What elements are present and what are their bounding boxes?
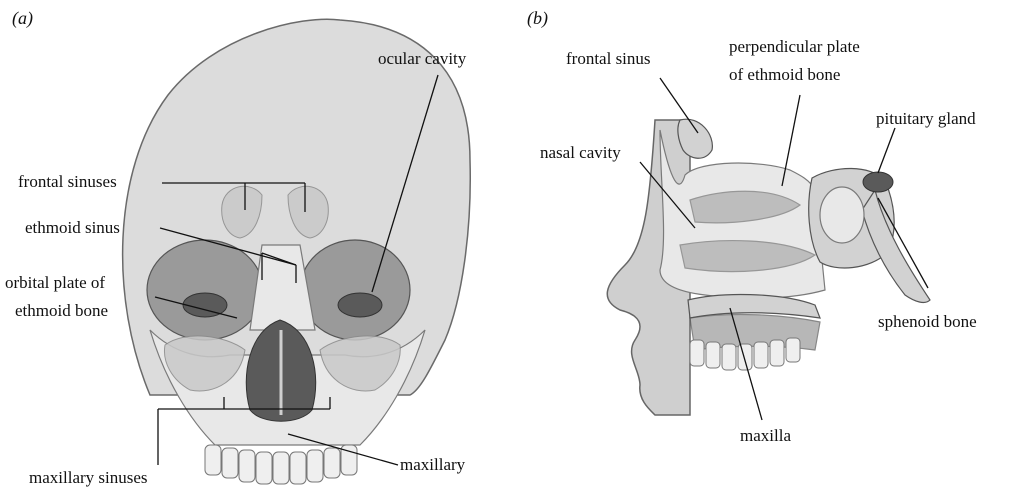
label-maxillary: maxillary: [400, 455, 466, 474]
label-perpendicular-plate-line1: perpendicular plate: [729, 37, 860, 56]
panel-b-marker: (b): [527, 8, 548, 29]
label-pituitary-gland: pituitary gland: [876, 109, 976, 128]
label-ocular-cavity: ocular cavity: [378, 49, 467, 68]
label-orbital-plate-line1: orbital plate of: [5, 273, 105, 292]
label-orbital-plate-line2: ethmoid bone: [15, 301, 108, 320]
pituitary-gland-shape: [863, 172, 893, 192]
upper-teeth: [205, 445, 357, 484]
left-orbit: [147, 240, 263, 340]
sphenoid-sinus: [820, 187, 864, 243]
label-sphenoid-bone: sphenoid bone: [878, 312, 977, 331]
right-orbit: [300, 240, 410, 340]
panel-a-marker: (a): [12, 8, 33, 29]
right-orbit-fissure: [338, 293, 382, 317]
pituitary-gland-leader: [878, 128, 895, 173]
label-ethmoid-sinus: ethmoid sinus: [25, 218, 120, 237]
label-nasal-cavity: nasal cavity: [540, 143, 621, 162]
panel-a-skull: [123, 19, 471, 484]
label-maxilla: maxilla: [740, 426, 791, 445]
label-maxillary-sinuses: maxillary sinuses: [29, 468, 148, 487]
label-perpendicular-plate-line2: of ethmoid bone: [729, 65, 840, 84]
label-frontal-sinus: frontal sinus: [566, 49, 651, 68]
label-frontal-sinuses: frontal sinuses: [18, 172, 117, 191]
